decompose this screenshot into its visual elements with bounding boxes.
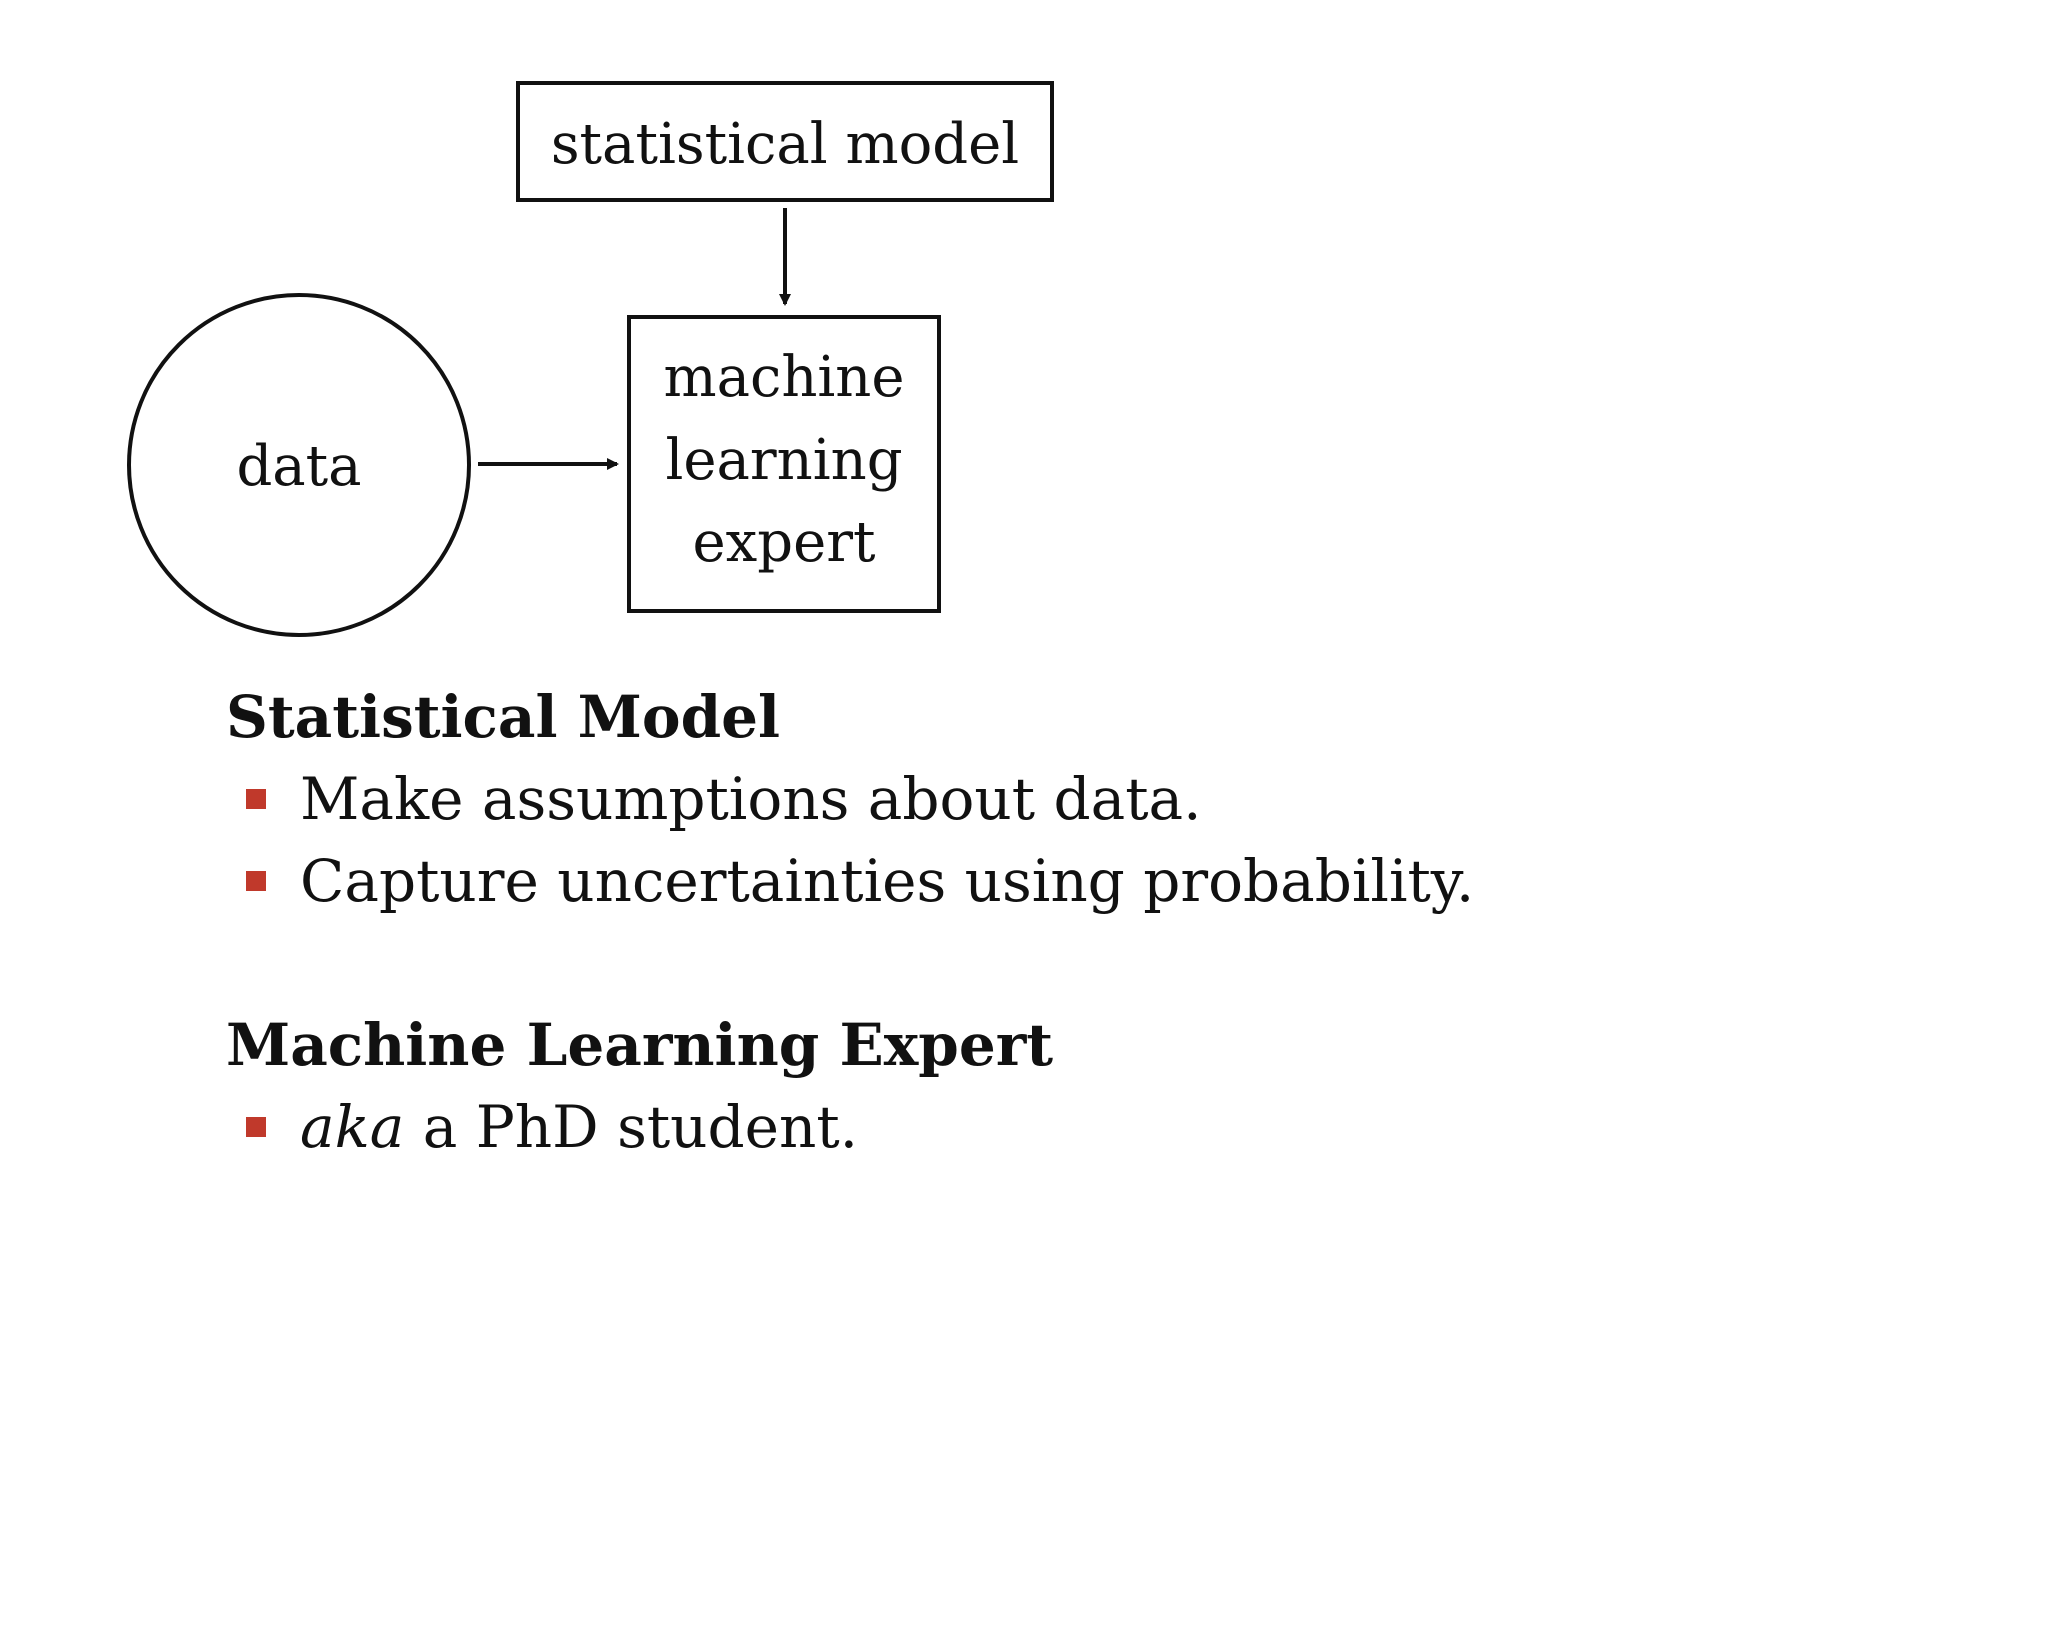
machine-learning-expert-section: Machine Learning Expert aka a PhD studen… [226,1004,1726,1168]
bullet-square-icon [246,1117,266,1137]
data-label: data [236,434,361,499]
machine-learning-expert-node: machine learning expert [627,315,941,613]
bullet-square-icon [246,789,266,809]
statistical-model-node: statistical model [516,81,1054,202]
data-node: data [127,293,471,637]
list-item-text: Capture uncertainties using probability. [300,847,1475,915]
ml-expert-label-line-3: expert [693,510,876,575]
aka-rest-text: a PhD student. [404,1093,859,1161]
list-item: aka a PhD student. [226,1086,1726,1168]
aka-italic-text: aka [300,1093,405,1161]
statistical-model-label: statistical model [551,112,1019,177]
list-item: Capture uncertainties using probability. [226,840,1726,922]
statistical-model-section: Statistical Model Make assumptions about… [226,676,1726,922]
machine-learning-expert-heading: Machine Learning Expert [226,1011,1054,1079]
bullet-square-icon [246,871,266,891]
list-item-text: Make assumptions about data. [300,765,1202,833]
content-area: Statistical Model Make assumptions about… [226,676,1726,1168]
ml-expert-label-line-2: learning [665,428,902,493]
statistical-model-heading: Statistical Model [226,683,781,751]
list-item: Make assumptions about data. [226,758,1726,840]
section-spacer [226,922,1726,1004]
diagram: statistical model machine learning exper… [127,81,1054,637]
ml-expert-label-line-1: machine [663,345,904,410]
list-item-text: aka a PhD student. [300,1086,858,1168]
